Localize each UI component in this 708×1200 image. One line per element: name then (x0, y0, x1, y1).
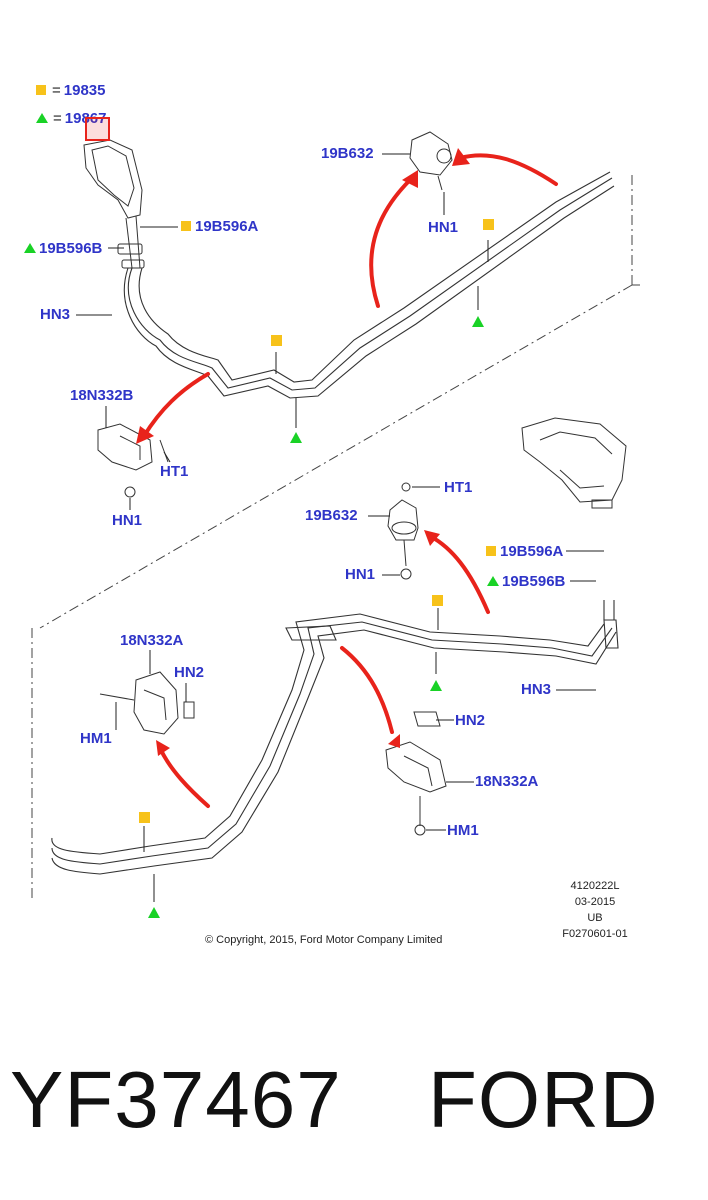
meta-line-4: F0270601-01 (562, 928, 628, 940)
label-hn1-top: HN1 (428, 219, 459, 236)
label-19b596a-right-text: 19B596A (500, 543, 564, 560)
assembly-arrowheads (136, 148, 470, 756)
square-marker-icon (483, 219, 494, 230)
upper-clip-19b632 (409, 131, 453, 191)
label-hm1-right: HM1 (447, 822, 479, 839)
triangle-marker-icon (472, 316, 484, 327)
meta-line-1: 4120222L (570, 880, 620, 892)
engine-block-outline (521, 417, 627, 509)
label-19b596a-right: 19B596A (486, 543, 563, 561)
part-number: YF37467 (10, 1055, 342, 1144)
assembly-arrows (142, 153, 558, 808)
label-hn3-right: HN3 (521, 681, 552, 698)
label-19b596b-top-text: 19B596B (39, 240, 103, 257)
label-18n332b: 18N332B (70, 387, 134, 404)
square-marker-icon (181, 221, 191, 231)
label-hn1-left: HN1 (112, 512, 143, 529)
label-ht1-mid: HT1 (444, 479, 473, 496)
label-hn2-left: HN2 (174, 664, 205, 681)
lower-right-clip-18n332a (385, 711, 447, 836)
legend-equals: = (53, 110, 62, 127)
meta-line-3: UB (587, 912, 603, 924)
mid-clip-19b632 (387, 482, 419, 580)
legend-equals: = (52, 82, 61, 99)
triangle-marker-icon (148, 907, 160, 918)
section-divider-lines (31, 175, 640, 900)
triangle-marker-icon (36, 113, 48, 123)
label-18n332a-right: 18N332A (475, 773, 539, 790)
label-19b596b-right-text: 19B596B (502, 573, 566, 590)
triangle-marker-icon (430, 680, 442, 691)
label-19b632-mid: 19B632 (305, 507, 358, 524)
legend-square-row: =19835 (36, 82, 105, 100)
meta-line-2: 03-2015 (574, 896, 616, 908)
leader-lines (76, 153, 604, 902)
label-19b596a-top-text: 19B596A (195, 218, 259, 235)
upper-fuel-rail (83, 139, 145, 269)
brand-name: FORD (428, 1055, 659, 1144)
label-19b632-top: 19B632 (321, 145, 374, 162)
triangle-marker-icon (290, 432, 302, 443)
label-ht1-left: HT1 (160, 463, 189, 480)
label-19b596a-top: 19B596A (181, 218, 258, 236)
square-marker-icon (36, 85, 46, 95)
copyright-text: © Copyright, 2015, Ford Motor Company Li… (205, 934, 443, 946)
upper-fuel-pipe (123, 171, 615, 399)
triangle-marker-icon (24, 243, 36, 253)
lower-left-clip-18n332a (99, 671, 195, 735)
label-19b596b-right: 19B596B (487, 573, 565, 591)
label-hn3-top: HN3 (40, 306, 71, 323)
label-hn2-right: HN2 (455, 712, 486, 729)
label-18n332a-left: 18N332A (120, 632, 184, 649)
square-marker-icon (271, 335, 282, 346)
label-hn1-mid: HN1 (345, 566, 376, 583)
label-hm1-left: HM1 (80, 730, 112, 747)
square-marker-icon (432, 595, 443, 606)
legend-square-label: 19835 (63, 82, 106, 99)
square-marker-icon (139, 812, 150, 823)
triangle-marker-icon (487, 576, 499, 586)
assembly-diagram (31, 131, 640, 902)
lower-fuel-pipe (51, 600, 619, 875)
drawing-metadata: 4120222L 03-2015 UB F0270601-01 (540, 878, 650, 942)
square-marker-icon (486, 546, 496, 556)
clip-18n332b-shape (97, 423, 169, 498)
highlight-box (85, 117, 110, 141)
label-19b596b-top: 19B596B (24, 240, 102, 258)
